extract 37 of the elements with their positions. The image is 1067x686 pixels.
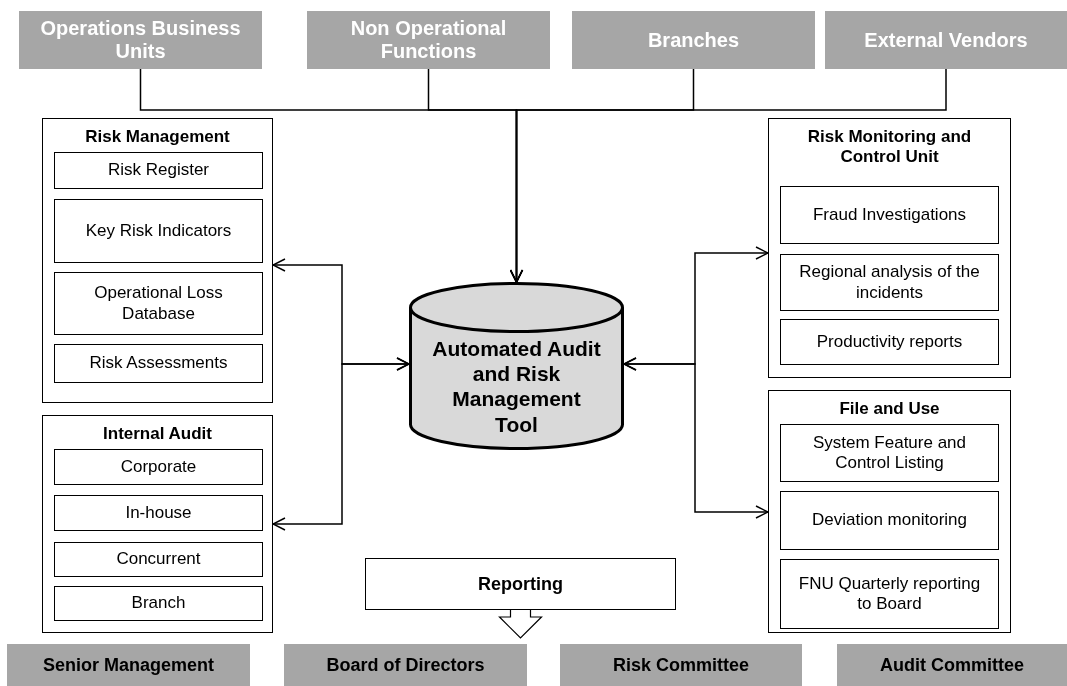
unit-box: Non Operational Functions [307, 11, 550, 69]
item-box: Operational Loss Database [54, 272, 263, 335]
item-box: Risk Assessments [54, 344, 263, 383]
item-box: Branch [54, 586, 263, 621]
panel-title: File and Use [838, 399, 941, 420]
item-box: Productivity reports [780, 319, 999, 365]
item-box: Risk Register [54, 152, 263, 189]
committee-box: Risk Committee [560, 644, 802, 686]
item-box: Corporate [54, 449, 263, 485]
unit-box: Branches [572, 11, 815, 69]
group-panel [768, 118, 1011, 378]
group-panel [42, 118, 273, 403]
committee-box: Audit Committee [837, 644, 1067, 686]
item-box: System Feature and Control Listing [780, 424, 999, 482]
item-box: Regional analysis of the incidents [780, 254, 999, 311]
unit-box: Operations Business Units [19, 11, 262, 69]
connector-arrow [509, 68, 947, 283]
panel-title: Internal Audit [102, 424, 213, 445]
hollow-arrow [498, 609, 543, 639]
cylinder-label: Automated Audit and Risk Management Tool [431, 335, 602, 437]
item-box: Deviation monitoring [780, 491, 999, 550]
unit-box: External Vendors [825, 11, 1067, 69]
connector-arrow [272, 357, 410, 531]
item-box: In-house [54, 495, 263, 531]
committee-box: Senior Management [7, 644, 250, 686]
reporting-box: Reporting [365, 558, 676, 610]
panel-title: Risk Monitoring and Control Unit [806, 127, 973, 168]
connector-arrow [623, 357, 769, 519]
item-box: FNU Quarterly reporting to Board [780, 559, 999, 629]
item-box: Key Risk Indicators [54, 199, 263, 263]
committee-box: Board of Directors [284, 644, 527, 686]
item-box: Concurrent [54, 542, 263, 577]
item-box: Fraud Investigations [780, 186, 999, 244]
group-panel [42, 415, 273, 633]
panel-title: Risk Management [84, 127, 231, 148]
database-cylinder [409, 282, 624, 450]
group-panel [768, 390, 1011, 633]
